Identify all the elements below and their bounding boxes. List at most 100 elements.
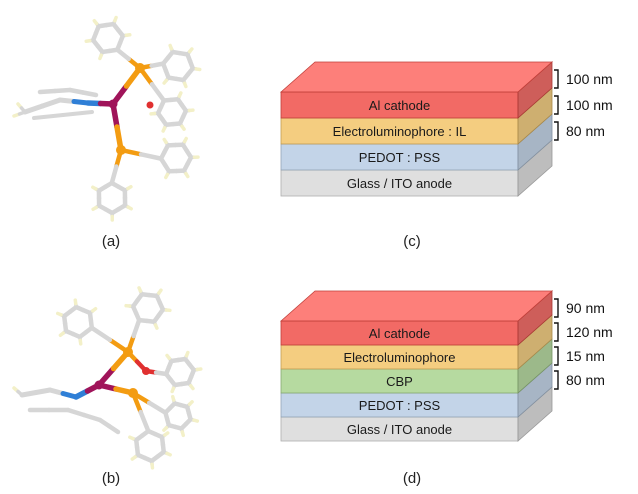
bond [128,435,135,441]
stack-c-thickness-1: 100 nm [554,69,613,89]
stack-d-thickness-label: 90 nm [566,300,605,316]
bond [161,126,167,133]
metal-atom [108,99,118,109]
bond [165,451,172,457]
bond [184,350,190,358]
bond [177,91,183,98]
bond [52,87,73,94]
bond [146,400,168,415]
bond [106,423,121,435]
stack-d-bracket [554,322,559,342]
stack-c-thickness-label: 100 nm [566,97,613,113]
stack-d-layer-label: Electroluminophore [343,350,455,365]
stack-d-layer-top [279,290,554,322]
stack-c-layer-front [280,91,519,119]
bond [153,370,169,377]
bond [91,306,98,313]
stack-c-layer-label: Electroluminophore : IL [333,124,467,139]
panel-label-a: (a) [102,233,120,250]
bond [92,19,99,26]
stack-d-thickness-label: 15 nm [566,348,605,364]
phosphorus-atom [123,347,133,357]
bond [138,152,164,161]
bond [182,81,188,89]
bond [109,164,119,186]
stack-c-bracket [554,95,559,115]
bond [16,389,24,397]
bond [164,172,170,180]
phosphorus-atom [116,145,126,155]
bond [84,38,92,43]
stack-c-layer-label: Glass / ITO anode [347,176,452,191]
stack-d-thickness-label: 120 nm [566,324,613,340]
stack-d-bracket [554,370,559,390]
stack-d-thickness-2: 120 nm [554,322,613,342]
bond [149,61,166,69]
bond [40,97,63,109]
bond [180,124,186,131]
stack-d-layer-front [280,368,519,394]
stack-c-layer-front [280,143,519,171]
bond [189,384,195,391]
bond [65,407,87,418]
bond [162,425,169,432]
stack-c-layer-front [280,169,519,197]
bond [163,431,170,437]
bond [153,323,159,330]
stack-c-layer-front [280,117,519,145]
bond [58,331,65,338]
stack-c-thickness-3: 80 nm [554,121,605,141]
stack-c-bracket [554,69,559,89]
bond [32,113,65,120]
stack-c-thickness-2: 100 nm [554,95,613,115]
bond [115,47,131,62]
bond [162,78,169,85]
panel-label-d: (d) [403,470,421,487]
stack-c-thickness-label: 80 nm [566,123,605,139]
stack-c-thickness-label: 100 nm [566,71,613,87]
bond [157,288,163,295]
oxygen-atom [146,101,154,109]
stack-d-layer-front [280,344,519,370]
bond [22,103,45,115]
bond [131,317,142,339]
device-stack-c: Glass / ITO anode PEDOT : PSS Electrolumin… [279,61,613,197]
stack-c-layer-1: Al cathode [279,61,554,119]
bond [171,394,176,402]
bond [124,33,132,38]
panel-label-b: (b) [102,470,120,487]
stack-d-thickness-label: 80 nm [566,372,605,388]
bond [126,205,133,211]
bond [184,171,190,179]
bond [182,136,188,144]
stack-d-thickness-3: 15 nm [554,346,605,366]
stack-c-layer-4: Glass / ITO anode [280,139,553,197]
stack-d-layer-label: Al cathode [369,326,430,341]
stack-d-layer-front [280,320,519,346]
bond [192,418,200,423]
bond [149,82,167,103]
stack-d-bracket [554,346,559,366]
metal-atom [94,380,104,390]
stack-d-layer-4: PEDOT : PSS [280,362,553,418]
bond [180,430,185,438]
stack-d-layer-label: PEDOT : PSS [359,398,441,413]
bond [89,325,113,343]
bond [130,455,137,461]
oxygen-atom [142,367,150,375]
bond [137,286,143,293]
bond [55,311,63,317]
bond [37,88,58,95]
bond [91,205,98,211]
stack-d-bracket [554,298,559,318]
stack-d-layer-2: Electroluminophore [280,314,553,370]
bond [98,53,103,61]
stack-c-layer-label: PEDOT : PSS [359,150,441,165]
panel-label-c: (c) [403,233,421,250]
stack-d-layer-label: Glass / ITO anode [347,422,452,437]
stack-c-layer-top [279,61,554,93]
phosphorus-atom [135,63,145,73]
molecule-structure-b [12,286,203,470]
stack-c-layer-2: Electroluminophore : IL [280,87,553,145]
